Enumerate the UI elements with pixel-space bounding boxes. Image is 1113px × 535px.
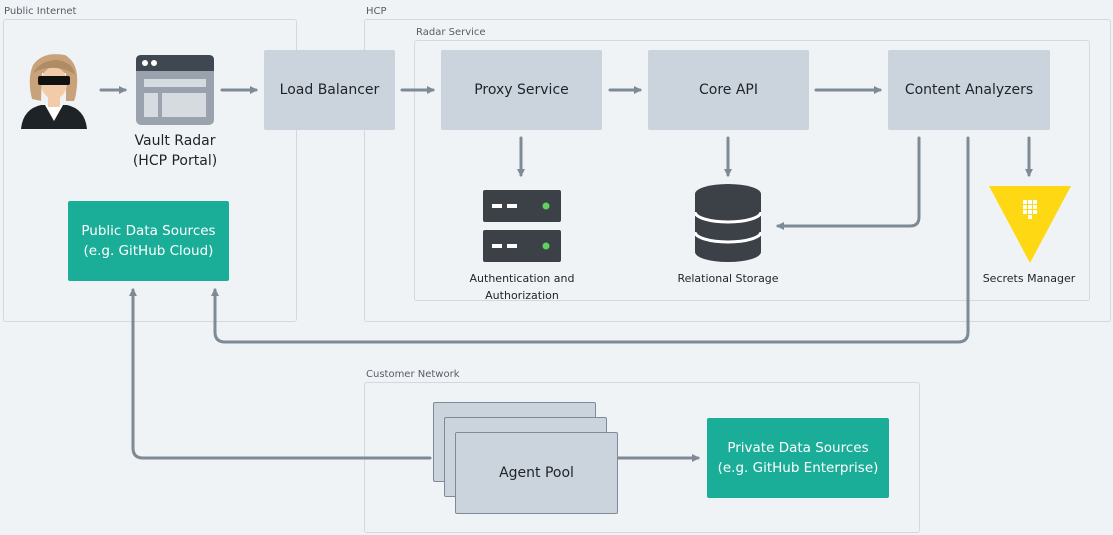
region-label-radar-service: Radar Service: [416, 27, 486, 38]
core-api-box[interactable]: Core API: [648, 50, 809, 130]
arrow-analyzers-to-storage: [776, 136, 921, 230]
content-analyzers-box[interactable]: Content Analyzers: [888, 50, 1050, 130]
load-balancer-box[interactable]: Load Balancer: [264, 50, 395, 130]
vault-radar-label: Vault Radar (HCP Portal): [132, 133, 218, 169]
user-sunglasses-icon: [21, 54, 87, 129]
proxy-service-box[interactable]: Proxy Service: [441, 50, 602, 130]
region-radar-service: [414, 40, 1090, 301]
region-public-internet: [3, 19, 297, 322]
region-label-hcp: HCP: [366, 6, 387, 17]
agent-pool-box[interactable]: Agent Pool: [455, 432, 618, 514]
region-label-public-internet: Public Internet: [4, 6, 77, 17]
private-data-sources-box[interactable]: Private Data Sources (e.g. GitHub Enterp…: [707, 418, 889, 498]
relational-storage-label: Relational Storage: [677, 272, 779, 285]
database-icon: [695, 184, 761, 262]
browser-window-icon[interactable]: [136, 55, 214, 125]
region-label-customer-network: Customer Network: [366, 369, 460, 380]
server-rack-icon: [483, 190, 561, 262]
arrow-agent-to-public-sources: [129, 288, 432, 460]
region-hcp: [364, 19, 1111, 322]
arrow-analyzers-to-public-sources: [211, 136, 970, 344]
vault-triangle-icon: [989, 186, 1071, 263]
secrets-manager-label: Secrets Manager: [982, 272, 1076, 285]
public-data-sources-box[interactable]: Public Data Sources (e.g. GitHub Cloud): [68, 201, 229, 281]
auth-label: Authentication and Authorization: [469, 272, 575, 302]
